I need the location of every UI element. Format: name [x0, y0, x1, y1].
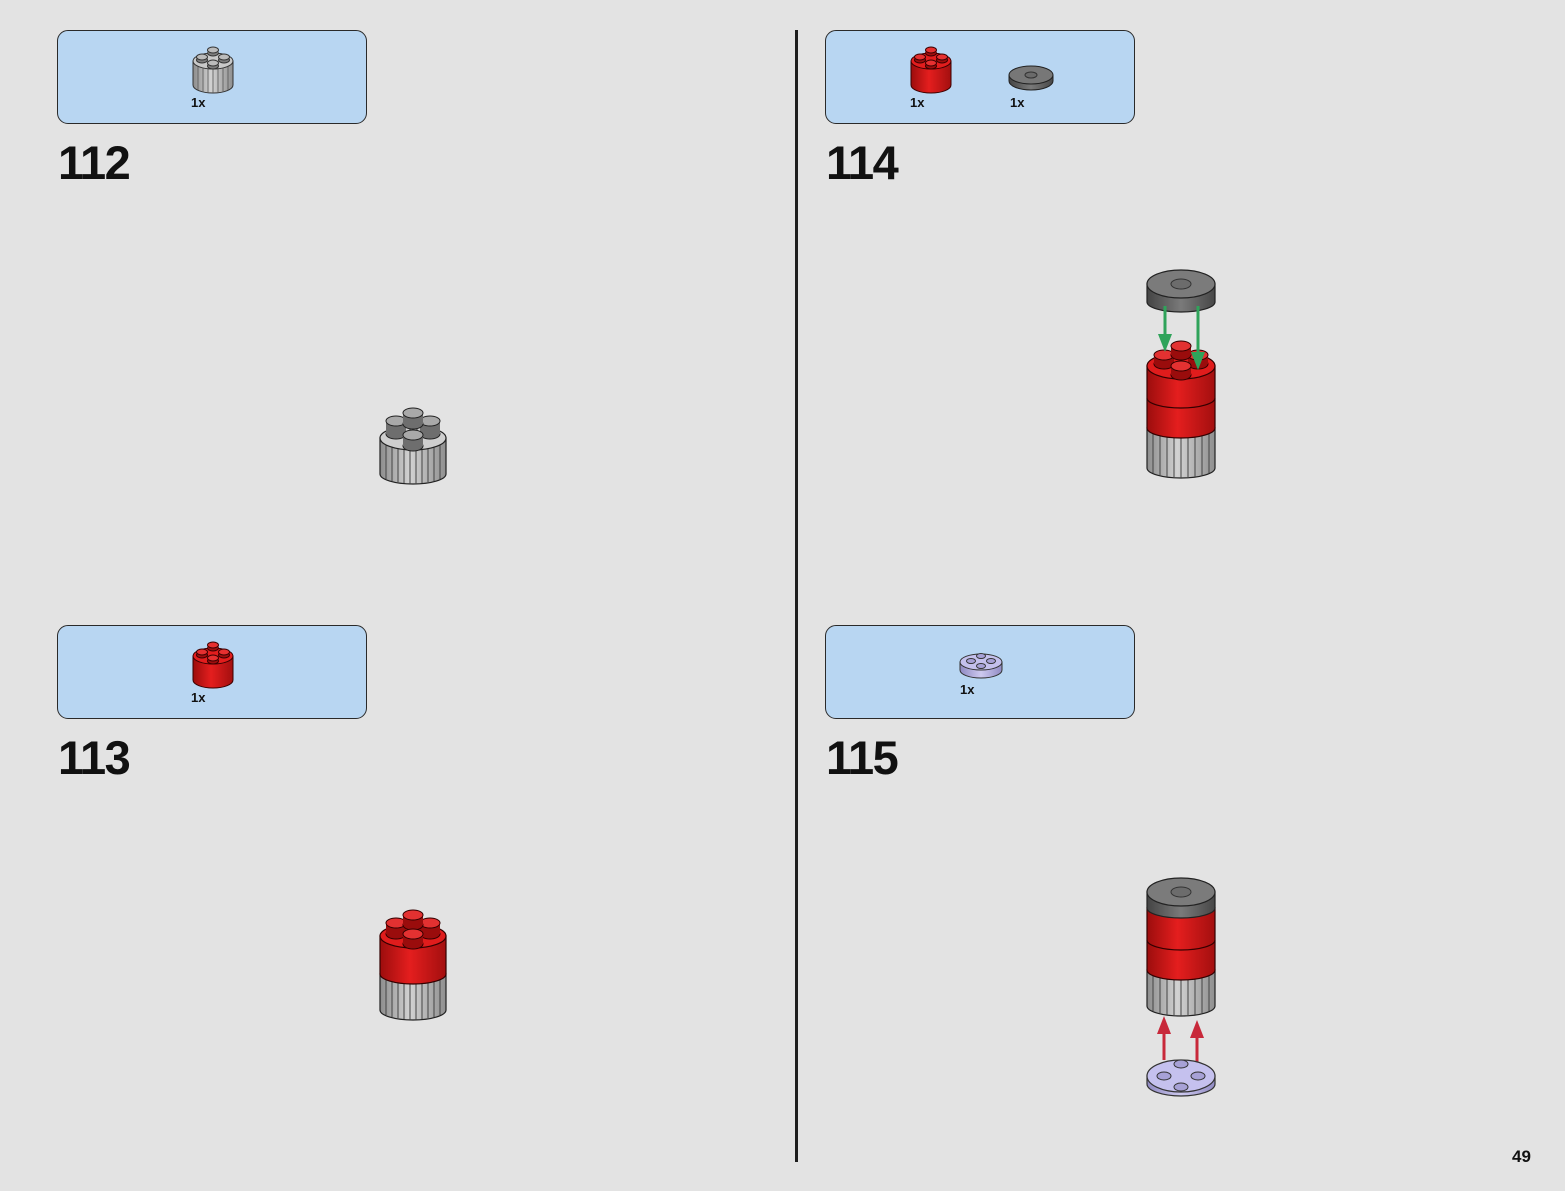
round-brick-2x2-red-icon	[192, 641, 234, 689]
round-tile-2x2-dark-gray-icon	[1008, 65, 1054, 91]
step-113-assembly-illustration	[379, 909, 447, 1021]
part-quantity: 1x	[191, 690, 206, 705]
step-114-assembly-illustration	[1146, 269, 1216, 479]
step-112-assembly-illustration	[379, 407, 447, 485]
step-number: 112	[58, 136, 131, 189]
parts-callout-step-113: 1x	[57, 625, 367, 719]
step-number: 114	[826, 136, 899, 189]
step-number: 115	[826, 731, 899, 784]
page-number: 49	[1512, 1147, 1531, 1166]
attach-down-arrow	[1191, 306, 1205, 370]
round-brick-2x2-red-icon	[910, 46, 952, 94]
step-number: 113	[58, 731, 131, 784]
attach-up-arrow	[1157, 1016, 1171, 1060]
parts-callout-step-114: 1x 1x	[825, 30, 1135, 124]
round-plate-2x2-lavender-icon	[959, 653, 1003, 679]
attach-down-arrow	[1158, 306, 1172, 352]
round-brick-2x2-light-gray-icon	[192, 46, 234, 94]
parts-callout-step-115: 1x	[825, 625, 1135, 719]
part-quantity: 1x	[910, 95, 925, 110]
part-quantity: 1x	[191, 95, 206, 110]
parts-callout-step-112: 1x	[57, 30, 367, 124]
part-quantity: 1x	[1010, 95, 1025, 110]
page-divider	[795, 30, 798, 1162]
step-115-assembly-illustration	[1146, 877, 1216, 1097]
part-quantity: 1x	[960, 682, 975, 697]
